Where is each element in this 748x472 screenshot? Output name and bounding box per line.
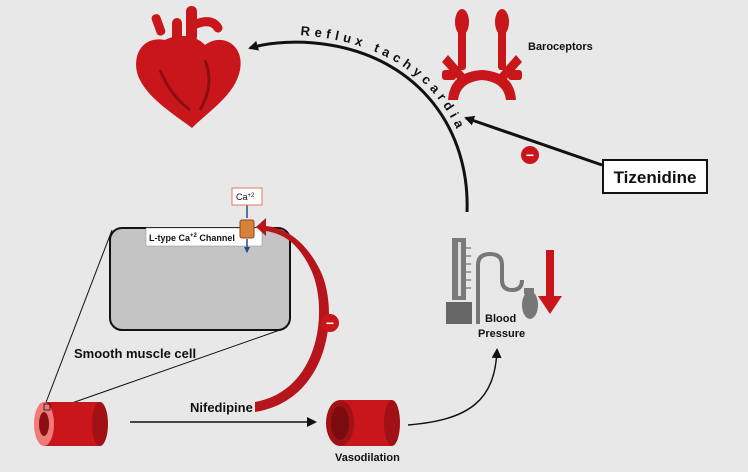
zoom-line-bottom [51, 329, 281, 411]
baroceptors-label: Baroceptors [528, 41, 593, 53]
ca-ion-box [231, 187, 263, 206]
vasodilation-label: Vasodilation [335, 452, 400, 464]
vasodilation-to-bp-arrow [407, 348, 502, 426]
sphygmomanometer-icon [446, 238, 538, 324]
reflux-arc-arrow [248, 40, 469, 213]
inhibit-icon-nifedipine: − [321, 314, 339, 332]
baroceptor-icon [442, 9, 522, 100]
svg-text:−: − [326, 315, 334, 331]
ion-channel-icon [239, 205, 255, 253]
channel-label-box [145, 227, 263, 247]
tizenidine-arrow [464, 115, 603, 167]
heart-icon [136, 6, 241, 128]
down-arrow-icon [538, 250, 562, 314]
tizenidine-box [602, 159, 708, 194]
zoom-line-top [44, 229, 113, 406]
ca-ion-label: Ca+2 [236, 192, 255, 202]
inhibit-icon-tizenidine: − [521, 146, 539, 164]
pressure-label: Pressure [478, 328, 525, 340]
nifedipine-inhibit-arrow [255, 218, 329, 412]
svg-text:−: − [526, 147, 534, 163]
nifedipine-label: Nifedipine [190, 400, 253, 415]
smooth-muscle-cell-label: Smooth muscle cell [74, 346, 196, 361]
blood-vessel-icon-constricted [34, 402, 108, 446]
blood-label: Blood [485, 313, 516, 325]
tizenidine-label: Tizenidine [614, 168, 697, 187]
blood-vessel-icon-dilated [326, 400, 400, 446]
channel-label: L-type Ca+2 Channel [149, 233, 235, 243]
